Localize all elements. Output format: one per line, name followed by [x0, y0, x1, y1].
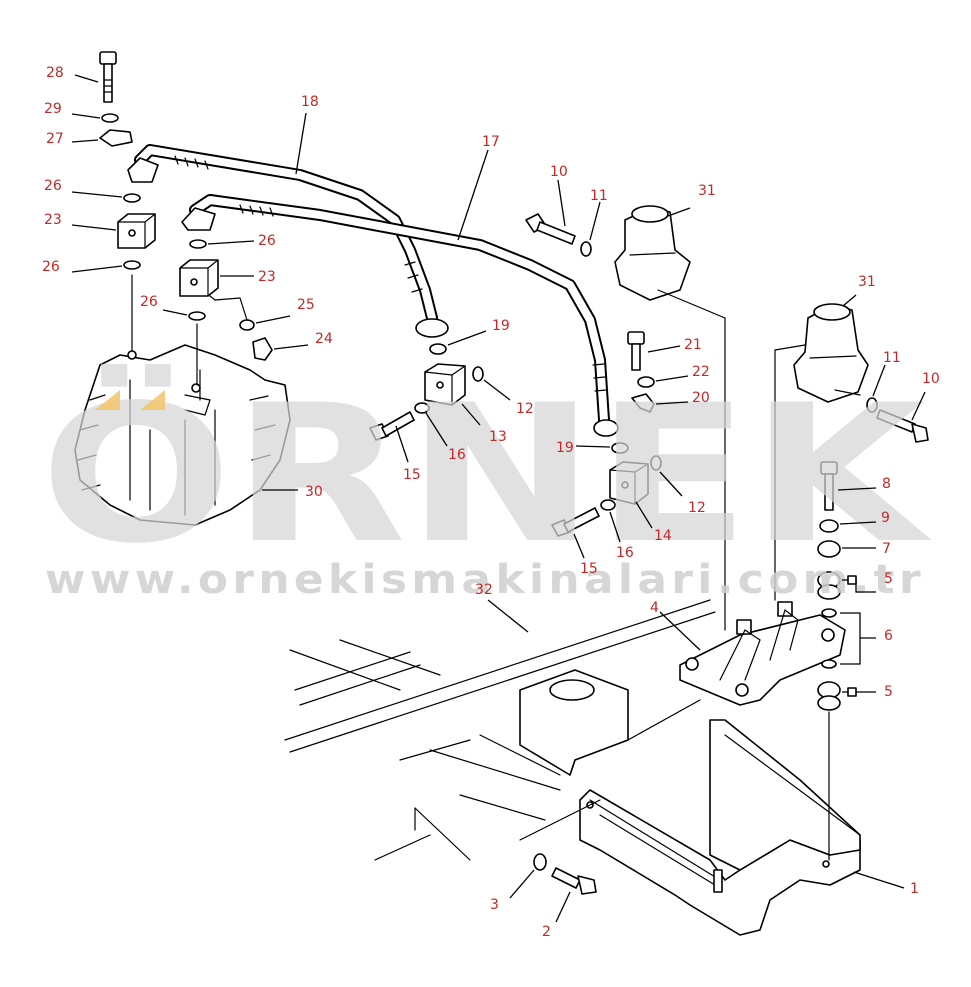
- callout-15: 15: [580, 561, 598, 577]
- base-bracket: [579, 719, 861, 936]
- callout-24: 24: [315, 331, 333, 347]
- callout-27: 27: [46, 131, 64, 147]
- callout-11: 11: [883, 350, 901, 366]
- mounting-plate: [679, 601, 846, 706]
- callout-19: 19: [556, 440, 574, 456]
- watermark-brand: ÖRNEK: [40, 363, 932, 585]
- right-parts: [525, 205, 929, 631]
- callout-10: 10: [550, 164, 568, 180]
- callout-14: 14: [654, 528, 672, 544]
- callout-6: 6: [884, 628, 893, 644]
- callout-21: 21: [684, 337, 702, 353]
- callout-17: 17: [482, 134, 500, 150]
- callout-31: 31: [858, 274, 876, 290]
- callout-16: 16: [616, 545, 634, 561]
- callout-8: 8: [882, 476, 891, 492]
- callout-7: 7: [882, 541, 891, 557]
- callout-30: 30: [305, 484, 323, 500]
- callouts: 28 29 27 26 23 26 26 23 26 25 24 18 17 1…: [42, 65, 940, 940]
- mount-stack: [817, 461, 841, 861]
- callout-1: 1: [910, 881, 919, 897]
- callout-29: 29: [44, 101, 62, 117]
- callout-22: 22: [692, 364, 710, 380]
- callout-15: 15: [403, 467, 421, 483]
- callout-28: 28: [46, 65, 64, 81]
- callout-31: 31: [698, 183, 716, 199]
- callout-16: 16: [448, 447, 466, 463]
- callout-5: 5: [884, 571, 893, 587]
- hoses: [127, 144, 619, 437]
- callout-26: 26: [140, 294, 158, 310]
- callout-26: 26: [44, 178, 62, 194]
- callout-11: 11: [590, 188, 608, 204]
- callout-13: 13: [489, 429, 507, 445]
- watermark-accent-mark: [95, 390, 165, 410]
- callout-19: 19: [492, 318, 510, 334]
- callout-26: 26: [42, 259, 60, 275]
- callout-9: 9: [881, 510, 890, 526]
- callout-4: 4: [650, 600, 659, 616]
- frame-lines: [284, 599, 716, 861]
- left-parts: [99, 51, 273, 386]
- callout-25: 25: [297, 297, 315, 313]
- callout-23: 23: [44, 212, 62, 228]
- callout-12: 12: [688, 500, 706, 516]
- callout-2: 2: [542, 924, 551, 940]
- watermark: ÖRNEK www.ornekismakinalari.com.tr: [40, 363, 932, 603]
- callout-5: 5: [884, 684, 893, 700]
- callout-26: 26: [258, 233, 276, 249]
- callout-3: 3: [490, 897, 499, 913]
- callout-23: 23: [258, 269, 276, 285]
- callout-18: 18: [301, 94, 319, 110]
- callout-10: 10: [922, 371, 940, 387]
- control-valve: [74, 344, 291, 526]
- center-parts: [369, 331, 662, 537]
- callout-20: 20: [692, 390, 710, 406]
- watermark-url: www.ornekismakinalari.com.tr: [45, 557, 925, 603]
- callout-12: 12: [516, 401, 534, 417]
- callout-32: 32: [475, 582, 493, 598]
- bottom-hardware: [519, 799, 601, 895]
